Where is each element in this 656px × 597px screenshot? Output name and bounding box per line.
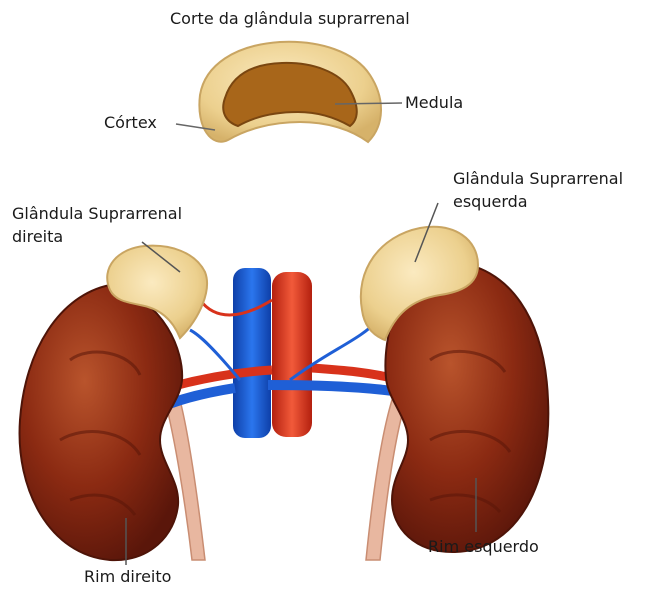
gland-left-label-line2: esquerda [453,191,528,213]
medulla-label: Medula [405,92,463,114]
gland-right-label-line1: Glândula Suprarrenal [12,203,182,225]
gland-left-label-line1: Glândula Suprarrenal [453,168,623,190]
medulla-leader-line [335,103,402,104]
kidney-left-label: Rim esquerdo [428,536,539,558]
kidney-left-group [361,227,549,552]
aorta [272,272,312,437]
gland-right-label-line2: direita [12,226,63,248]
adrenal-cross-section [176,42,402,142]
kidney-right [20,285,183,560]
figure-title: Corte da glândula suprarrenal [170,8,410,30]
kidney-right-label: Rim direito [84,566,171,588]
vena-cava [233,268,271,438]
cortex-label: Córtex [104,112,157,134]
